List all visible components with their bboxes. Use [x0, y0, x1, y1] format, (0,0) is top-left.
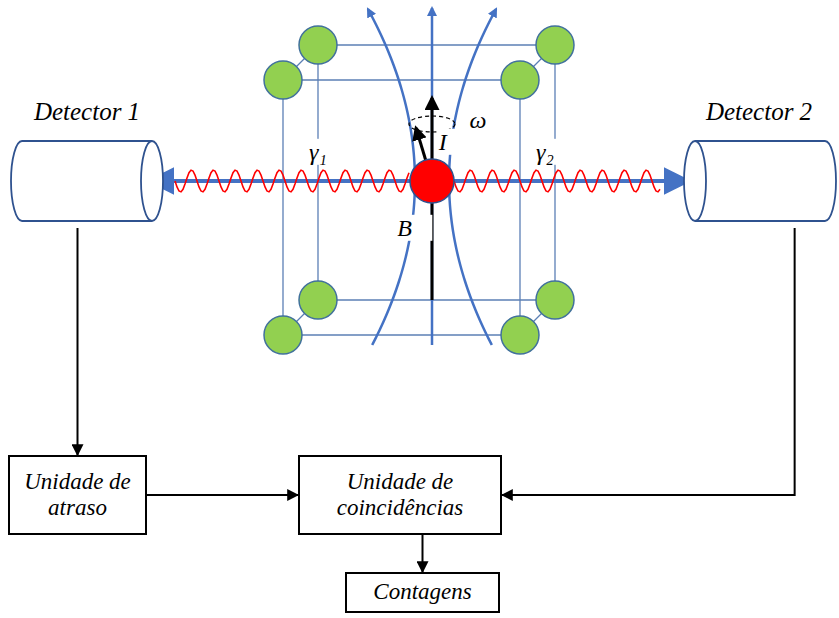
lattice-edge	[318, 299, 555, 300]
gamma-wave	[454, 170, 660, 192]
detector: Detector 2	[678, 98, 839, 228]
signal-arrow	[77, 228, 79, 455]
node-label: Contagens	[373, 579, 471, 605]
node-label: Unidade de coincidências	[308, 469, 492, 522]
cylinder-body	[695, 141, 836, 221]
gamma-wave	[175, 170, 409, 192]
detector-cylinder	[678, 138, 839, 228]
node-label: Detector 2	[678, 98, 839, 127]
lattice-edge	[282, 80, 283, 335]
node-label: Unidade de atraso	[18, 469, 137, 522]
cylinder-opening	[684, 141, 706, 221]
precession-label: ω	[468, 107, 489, 133]
cylinder-body	[11, 141, 152, 221]
signal-arrow	[502, 228, 795, 495]
cylinder-opening	[141, 141, 163, 221]
gamma-direction	[152, 179, 410, 183]
lattice-edge	[318, 44, 555, 45]
lattice-edge	[519, 80, 520, 335]
node-label: Detector 1	[5, 98, 169, 127]
counts-box: Contagens	[345, 572, 500, 613]
lattice-edge	[317, 45, 318, 300]
lattice-atom	[299, 26, 337, 64]
lattice-atom	[264, 316, 302, 354]
lattice-atom	[501, 316, 539, 354]
signal-arrow	[147, 494, 298, 496]
lattice-atom	[501, 61, 539, 99]
coincidence-unit-box: Unidade de coincidências	[298, 455, 502, 535]
lattice-atom	[536, 26, 574, 64]
detector-cylinder	[5, 138, 169, 228]
lattice-edge	[283, 334, 520, 335]
gamma-label: γ₁	[307, 139, 329, 165]
nucleus	[410, 159, 454, 203]
gamma-label: γ₂	[534, 139, 556, 165]
lattice-atom	[264, 61, 302, 99]
field-label: B⃗	[395, 215, 432, 241]
magnetic-field-lines	[368, 8, 496, 345]
lattice-atom	[536, 281, 574, 319]
spin-label: I⃗	[437, 129, 468, 155]
lattice-atom	[299, 281, 337, 319]
signal-arrow	[422, 535, 424, 572]
detector: Detector 1	[5, 98, 169, 228]
delay-unit-box: Unidade de atraso	[8, 455, 147, 535]
